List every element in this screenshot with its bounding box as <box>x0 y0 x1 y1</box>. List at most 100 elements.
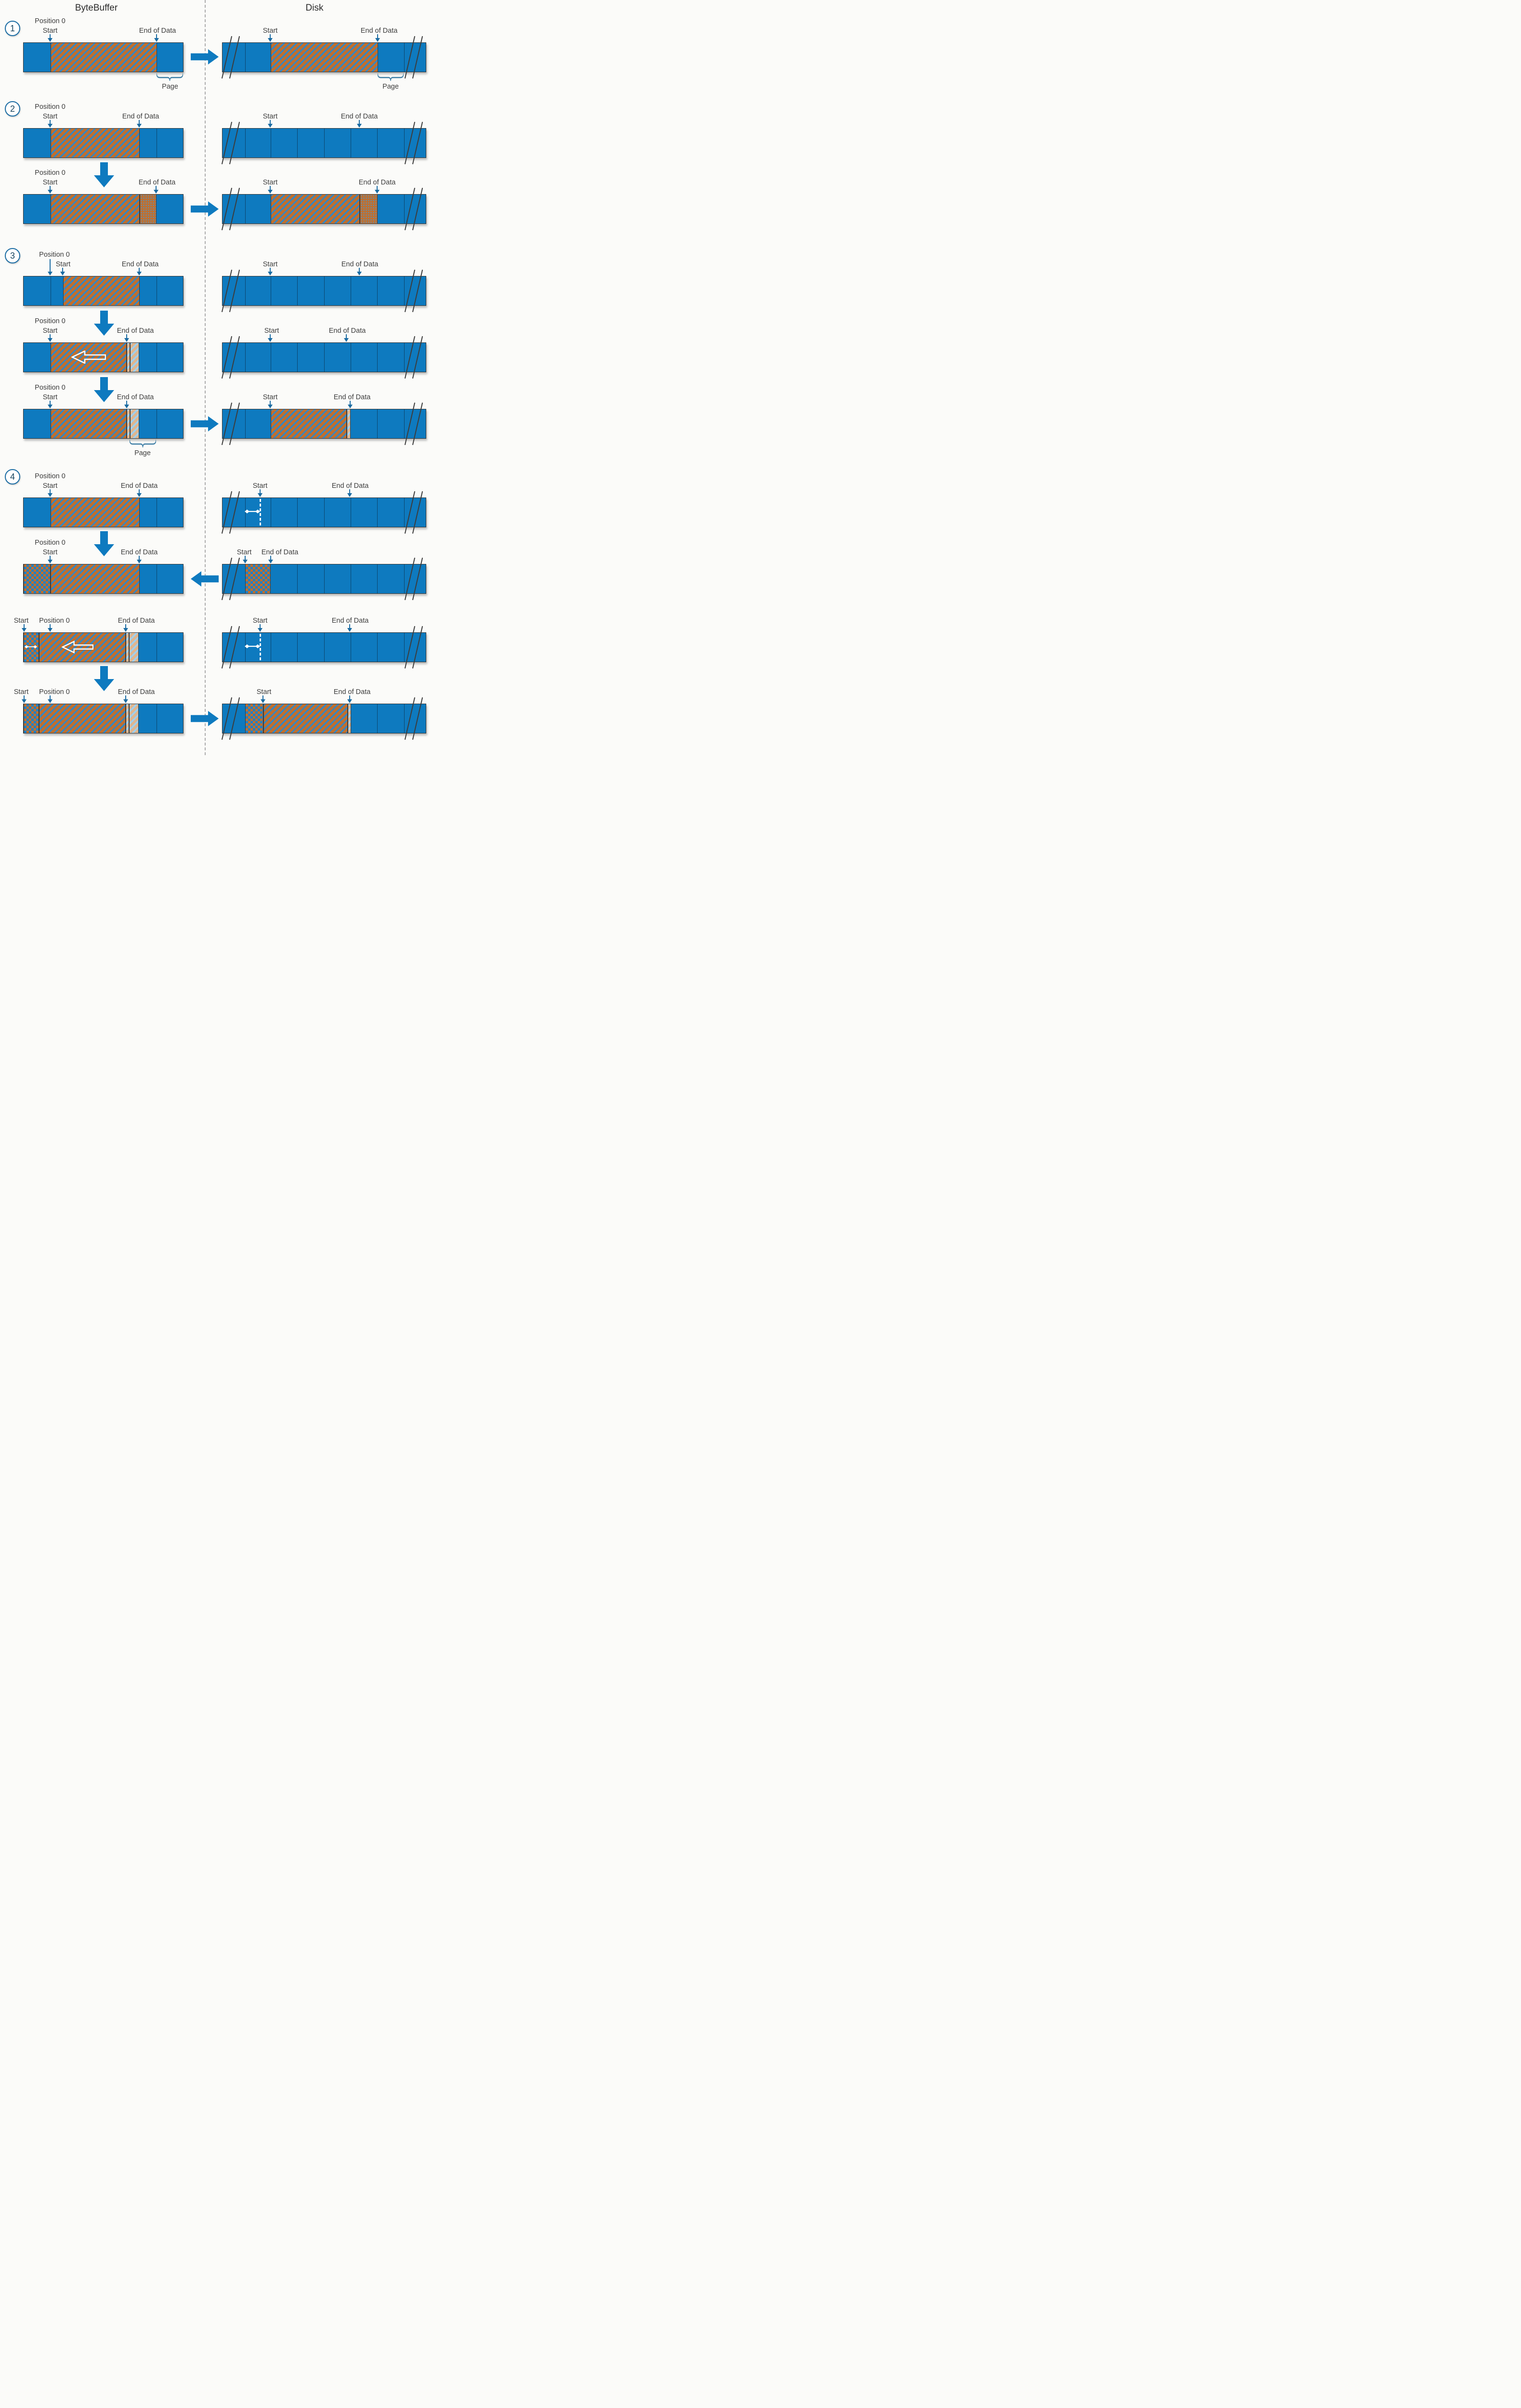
end-pointer-icon <box>347 489 352 497</box>
data-region <box>63 276 140 306</box>
label-end-of-data: End of Data <box>120 549 158 556</box>
label-end-of-data: End of Data <box>331 617 369 625</box>
column-separator-dashed-line <box>205 0 206 755</box>
bytebuffer-bar-4b <box>23 564 184 594</box>
label-end-of-data: End of Data <box>117 393 154 401</box>
page-bracket <box>378 73 404 81</box>
position0-pointer-icon <box>48 259 52 275</box>
data-region <box>39 704 126 733</box>
start-pointer-icon <box>22 695 26 703</box>
label-end-of-data: End of Data <box>121 261 159 268</box>
start-pointer-icon <box>258 624 262 632</box>
flow-down-arrow-icon <box>94 666 114 691</box>
partial-page-region <box>126 632 129 662</box>
start-pointer-icon <box>22 624 26 632</box>
label-end-of-data: End of Data <box>138 179 176 186</box>
end-pointer-icon <box>357 120 362 128</box>
partial-page-region <box>127 409 130 439</box>
prepended-data-region <box>24 564 51 594</box>
label-start: Start <box>262 393 278 401</box>
data-region <box>51 497 140 527</box>
label-start: Start <box>42 179 58 186</box>
label-end-of-data: End of Data <box>358 179 396 186</box>
label-position0: Position 0 <box>35 17 66 25</box>
label-end-of-data: End of Data <box>118 688 155 696</box>
label-start: Start <box>42 549 58 556</box>
flow-down-arrow-icon <box>94 531 114 556</box>
label-position0: Position 0 <box>35 384 66 392</box>
partial-page-region <box>130 342 139 372</box>
start-pointer-icon <box>48 186 52 194</box>
start-pointer-icon <box>48 34 52 42</box>
data-region <box>271 409 347 439</box>
disk-bar-1 <box>222 42 426 72</box>
disk-bar-2b <box>222 194 426 224</box>
end-pointer-icon <box>137 556 142 563</box>
step-1-badge: 1 <box>5 21 20 36</box>
data-region <box>51 128 140 158</box>
label-end-of-data: End of Data <box>122 113 159 120</box>
label-end-of-data: End of Data <box>117 327 154 335</box>
new-data-region <box>360 194 378 224</box>
label-position0: Position 0 <box>35 317 66 325</box>
end-pointer-icon <box>154 34 159 42</box>
label-page: Page <box>162 83 178 91</box>
shift-left-arrow-icon <box>71 351 106 364</box>
bytebuffer-bar-3c <box>23 409 184 439</box>
offset-measure-arrow-icon <box>245 644 260 648</box>
page-bracket <box>157 73 183 81</box>
label-end-of-data: End of Data <box>360 27 398 35</box>
label-end-of-data: End of Data <box>341 113 378 120</box>
label-start: Start <box>42 327 58 335</box>
disk-bar-3a <box>222 276 426 306</box>
end-pointer-icon <box>123 624 128 632</box>
label-end-of-data: End of Data <box>328 327 366 335</box>
page-divider <box>245 43 246 72</box>
shift-left-arrow-icon <box>62 641 93 654</box>
bytebuffer-bar-2a <box>23 128 184 158</box>
bytebuffer-bar-4a <box>23 497 184 527</box>
partial-page-region <box>130 409 139 439</box>
label-start: Start <box>42 113 58 120</box>
page-divider <box>404 43 405 72</box>
label-position0: Position 0 <box>35 103 66 111</box>
label-end-of-data: End of Data <box>331 482 369 490</box>
page-bracket <box>130 440 156 447</box>
bytebuffer-bar-1 <box>23 42 184 72</box>
start-pointer-icon <box>48 334 52 342</box>
start-pointer-icon <box>48 489 52 497</box>
label-start: Start <box>252 482 268 490</box>
read-page-region <box>245 564 271 594</box>
offset-measure-arrow-icon <box>245 510 260 513</box>
end-pointer-icon <box>348 401 353 408</box>
diagram-canvas: ByteBuffer Disk 1 2 3 4 Position 0 Start… <box>0 0 433 755</box>
label-start: Start <box>42 393 58 401</box>
label-start: Start <box>252 617 268 625</box>
disk-bar-2a <box>222 128 426 158</box>
bytebuffer-bar-3b <box>23 342 184 372</box>
start-pointer-icon <box>261 695 265 703</box>
column-title-disk: Disk <box>305 3 324 13</box>
position0-pointer-icon <box>48 695 52 703</box>
end-pointer-icon <box>124 401 129 408</box>
label-start: Start <box>262 261 278 268</box>
bytebuffer-bar-3a <box>23 276 184 306</box>
flow-down-arrow-icon <box>94 162 114 187</box>
disk-bar-4d <box>222 704 426 733</box>
column-title-bytebuffer: ByteBuffer <box>75 3 118 13</box>
flow-down-arrow-icon <box>94 377 114 402</box>
label-start: Start <box>55 261 71 268</box>
end-pointer-icon <box>137 489 142 497</box>
disk-bar-4b <box>222 564 426 594</box>
label-start: Start <box>236 549 252 556</box>
label-start: Start <box>42 27 58 35</box>
label-start: Start <box>262 113 278 120</box>
start-pointer-icon <box>48 556 52 563</box>
start-marker-dashed-line <box>260 634 261 660</box>
partial-page-region <box>126 704 129 733</box>
data-region <box>39 632 126 662</box>
label-end-of-data: End of Data <box>333 688 371 696</box>
start-pointer-icon <box>60 268 65 275</box>
label-end-of-data: End of Data <box>333 393 371 401</box>
label-start: Start <box>262 179 278 186</box>
